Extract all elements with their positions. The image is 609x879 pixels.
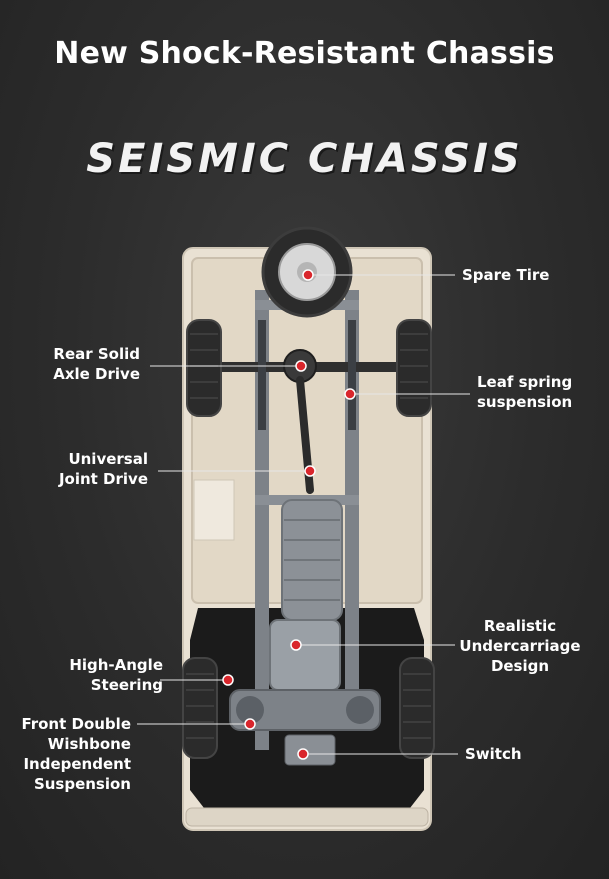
front-suspension bbox=[229, 689, 381, 731]
front-right-wheel bbox=[399, 657, 435, 759]
bed-panel-left bbox=[193, 479, 235, 541]
rear-right-wheel bbox=[396, 319, 432, 417]
label-realistic-undercarriage-design: Realistic Undercarriage Design bbox=[459, 617, 581, 675]
label-rear-solid-axle-drive: Rear Solid Axle Drive bbox=[53, 345, 140, 383]
front-bumper bbox=[185, 807, 429, 827]
chassis-logo-title: SEISMIC CHASSIS bbox=[86, 136, 523, 182]
label-spare-tire: Spare Tire bbox=[462, 266, 550, 284]
label-front-double-wishbone: Front Double Wishbone Independent Suspen… bbox=[21, 715, 131, 793]
front-left-wheel bbox=[182, 657, 218, 759]
label-high-angle-steering: High-Angle Steering bbox=[69, 656, 163, 694]
switch-box bbox=[284, 734, 336, 766]
undercarriage-plate bbox=[269, 619, 341, 691]
leaf-spring-right bbox=[348, 320, 356, 430]
label-switch: Switch bbox=[465, 745, 522, 763]
leaf-spring-left bbox=[258, 320, 266, 430]
page-title: New Shock-Resistant Chassis bbox=[54, 36, 555, 71]
label-universal-joint-drive: Universal Joint Drive bbox=[58, 450, 148, 488]
label-leaf-spring-suspension: Leaf spring suspension bbox=[477, 373, 573, 411]
rear-left-wheel bbox=[186, 319, 222, 417]
